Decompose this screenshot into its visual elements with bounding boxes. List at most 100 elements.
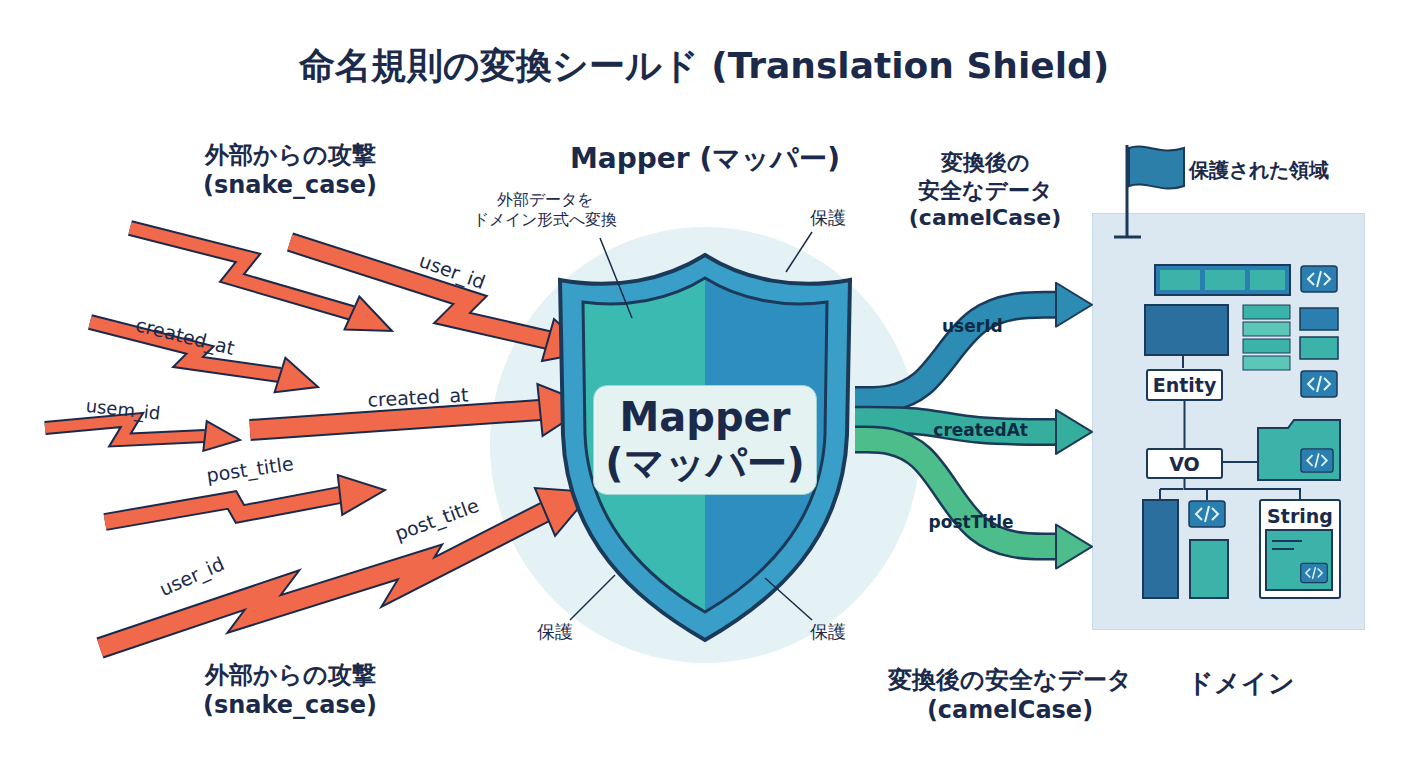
connector-layer	[855, 283, 1300, 569]
field-name: created_at	[133, 313, 237, 360]
safe-data-heading: 変換後の安全なデータ (camelCase)	[860, 665, 1160, 725]
field-name: user_id	[416, 249, 488, 295]
tree-link	[1185, 479, 1301, 499]
edge-label: postTitle	[929, 512, 1014, 532]
folder-icon	[1258, 420, 1340, 480]
module-block	[1300, 308, 1338, 330]
bolt-head	[275, 358, 318, 392]
bolt-body	[250, 410, 540, 430]
attack-bolt	[100, 488, 592, 648]
bolt-outline	[90, 322, 280, 375]
mapper-shield: Mapper (マッパー)	[555, 250, 855, 645]
code-icon	[1189, 501, 1225, 527]
module-row	[1243, 305, 1290, 319]
region-flag	[1114, 145, 1184, 237]
attack-bolt	[105, 475, 385, 522]
string-card	[1266, 530, 1332, 590]
bolt-body	[290, 242, 548, 340]
arrow-head	[1056, 410, 1092, 454]
bolt-outline	[100, 512, 545, 648]
diagram-title: 命名規則の変換シールド (Translation Shield)	[0, 42, 1408, 91]
bolt-outline	[45, 420, 205, 440]
module-bar	[1155, 265, 1290, 295]
code-icon	[1301, 563, 1328, 582]
mapper-heading: Mapper (マッパー)	[545, 141, 865, 176]
domain-heading: ドメイン	[1176, 666, 1306, 701]
callout-leader	[786, 232, 812, 272]
vo-label: VO	[1148, 450, 1221, 477]
protect-note: 保護	[537, 621, 573, 644]
arrow-outline	[855, 440, 1058, 547]
code-icon	[1301, 449, 1333, 472]
edge-label: createdAt	[933, 420, 1028, 440]
callout-leader	[765, 578, 812, 620]
entity-box: Entity	[1146, 369, 1223, 401]
attack-heading: 外部からの攻撃 (snake_case)	[175, 660, 405, 720]
string-box: String	[1259, 499, 1341, 599]
module-block	[1300, 337, 1338, 359]
bolt-body	[90, 322, 280, 375]
mapped-field-arrow	[855, 283, 1092, 400]
mapped-field-arrow	[855, 440, 1092, 569]
module-row	[1243, 356, 1290, 370]
code-icon	[1301, 266, 1337, 292]
module-row	[1243, 322, 1290, 336]
shield-inner-line	[583, 278, 827, 612]
flag-base	[1114, 236, 1141, 239]
edge-label: userId	[942, 316, 1003, 336]
arrow-body	[855, 305, 1058, 400]
attack-bolt	[90, 322, 318, 392]
string-label: String	[1261, 505, 1339, 527]
tree-link	[1184, 401, 1185, 448]
tree-line	[1159, 489, 1161, 500]
attack-bolt	[290, 242, 590, 361]
attack-bolt	[45, 420, 240, 451]
module-block	[1143, 500, 1178, 598]
bolt-head	[345, 297, 392, 331]
tree-line	[1160, 488, 1183, 490]
module-row	[1243, 339, 1290, 353]
region-heading: 保護された領域	[1189, 157, 1364, 184]
attack-heading: 外部からの攻撃 (snake_case)	[175, 140, 405, 200]
field-name: created_at	[367, 383, 469, 412]
module-cell	[1250, 270, 1285, 290]
flag-cloth	[1129, 146, 1184, 188]
field-name: post_title	[392, 494, 483, 546]
attack-bolt	[250, 384, 590, 436]
protect-note: 保護	[810, 207, 846, 230]
code-icon	[1301, 371, 1337, 397]
safe-data-heading: 変換後の 安全なデータ (camelCase)	[900, 149, 1070, 232]
vo-box: VO	[1146, 448, 1223, 479]
shield-glow	[490, 227, 920, 663]
tree-line	[1182, 355, 1184, 368]
bolt-body	[45, 420, 205, 440]
callout-leader	[600, 238, 632, 318]
module-cell	[1160, 270, 1200, 290]
entity-label: Entity	[1148, 371, 1221, 399]
arrow-outline	[855, 420, 1058, 432]
bolt-outline	[105, 495, 340, 522]
shield-rim	[560, 255, 850, 640]
field-name: user_id	[156, 552, 228, 601]
protect-note: 保護	[810, 621, 846, 644]
field-name: usem_id	[85, 395, 162, 425]
domain-region: 保護された領域ドメインEntityVOString	[1092, 213, 1365, 630]
link-line	[1184, 401, 1186, 448]
link-line	[1185, 479, 1301, 499]
card-line	[1272, 540, 1302, 542]
arrow-body	[855, 440, 1058, 547]
bolt-head	[338, 475, 385, 515]
module-block	[1190, 540, 1228, 598]
bolt-head	[203, 421, 240, 451]
mapper-label: Mapper (マッパー)	[593, 385, 817, 495]
module-block	[1145, 305, 1228, 355]
bolt-body	[105, 495, 340, 522]
callout-leader	[570, 575, 615, 620]
bolt-outline	[290, 242, 548, 340]
card-shape	[1266, 530, 1332, 590]
arrow-body	[855, 420, 1058, 432]
tree-line	[1206, 489, 1208, 500]
callout-note: 外部データを ドメイン形式へ変換	[460, 190, 630, 230]
flag-pole	[1126, 145, 1129, 237]
